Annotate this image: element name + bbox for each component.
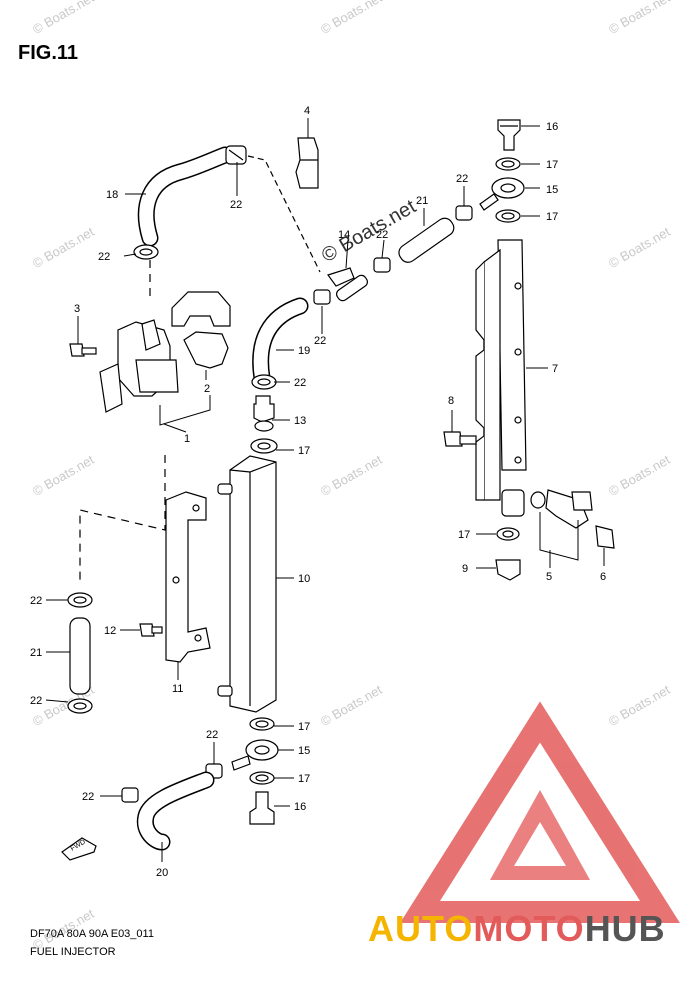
model-code: DF70A 80A 90A E03_011 bbox=[30, 928, 154, 940]
callout-label: 7 bbox=[552, 363, 558, 375]
callout-label: 22 bbox=[98, 251, 110, 263]
brand-auto: AUTO bbox=[368, 908, 474, 949]
callout-label: 12 bbox=[104, 625, 116, 637]
callout-label: 15 bbox=[298, 745, 310, 757]
callout-label: 22 bbox=[456, 173, 468, 185]
callout-label: 9 bbox=[462, 563, 468, 575]
callout-label: 22 bbox=[314, 335, 326, 347]
callout-label: 3 bbox=[74, 303, 80, 315]
callout-label: 4 bbox=[304, 105, 310, 117]
callout-label: 16 bbox=[294, 801, 306, 813]
callout-label: 22 bbox=[230, 199, 242, 211]
callout-label: 22 bbox=[30, 695, 42, 707]
callout-label: 22 bbox=[82, 791, 94, 803]
callout-label: 20 bbox=[156, 867, 168, 879]
callout-label: 13 bbox=[294, 415, 306, 427]
callout-label: 21 bbox=[416, 195, 428, 207]
callout-label: 6 bbox=[600, 571, 606, 583]
callout-label: 2 bbox=[204, 383, 210, 395]
callout-label: 5 bbox=[546, 571, 552, 583]
callout-label: 17 bbox=[546, 211, 558, 223]
callout-label: 17 bbox=[298, 773, 310, 785]
callout-label: 14 bbox=[338, 229, 350, 241]
parts-drawing bbox=[61, 119, 615, 861]
brand-logo: AUTOMOTOHUB bbox=[368, 908, 666, 950]
brand-hub: HUB bbox=[584, 908, 666, 949]
callout-label: 8 bbox=[448, 395, 454, 407]
leader-lines bbox=[45, 118, 605, 862]
brand-triangle-icon bbox=[400, 701, 680, 923]
callout-label: 11 bbox=[172, 683, 183, 695]
brand-moto: MOTO bbox=[473, 908, 585, 949]
callout-label: 22 bbox=[206, 729, 218, 741]
callout-label: 22 bbox=[294, 377, 306, 389]
callout-label: 18 bbox=[106, 189, 118, 201]
callout-label: 1 bbox=[184, 433, 190, 445]
callout-label: 16 bbox=[546, 121, 558, 133]
callout-label: 22 bbox=[376, 229, 388, 241]
fwd-arrow-icon bbox=[61, 837, 97, 861]
callout-label: 10 bbox=[298, 573, 310, 585]
callout-label: 15 bbox=[546, 184, 558, 196]
callout-label: 21 bbox=[30, 647, 42, 659]
callout-label: 17 bbox=[298, 721, 310, 733]
callout-label: 17 bbox=[298, 445, 310, 457]
callout-label: 22 bbox=[30, 595, 42, 607]
callout-label: 17 bbox=[458, 529, 470, 541]
figure-caption: FUEL INJECTOR bbox=[30, 946, 116, 958]
callout-label: 17 bbox=[546, 159, 558, 171]
callout-labels: 4 16 17 15 17 18 22 22 21 14 22 22 3 22 … bbox=[30, 105, 606, 879]
figure-title: FIG.11 bbox=[18, 42, 79, 64]
callout-label: 19 bbox=[298, 345, 310, 357]
